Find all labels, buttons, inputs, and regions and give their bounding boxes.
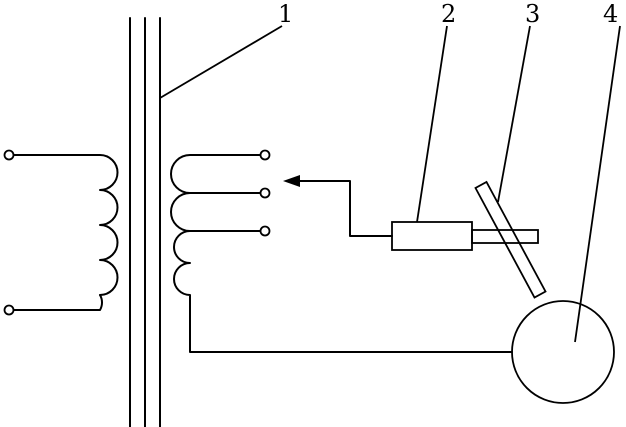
arrow-head-icon [283,175,300,187]
tap-terminal-1 [259,149,271,161]
primary-terminal-bottom [3,304,15,316]
primary-winding [3,149,119,316]
tap-control-arrow [283,175,393,237]
tap-terminal-2 [259,187,271,199]
primary-terminal-top [3,149,15,161]
wheel-4 [511,300,615,404]
label-3: 3 [525,0,540,28]
transformer-core [129,17,161,427]
secondary-winding [170,149,513,353]
tap-terminal-3 [259,225,271,237]
label-2: 2 [441,0,456,28]
lever-3 [474,180,547,299]
label-1: 1 [278,0,293,28]
label-4: 4 [603,0,618,28]
leader-lines [159,25,621,343]
